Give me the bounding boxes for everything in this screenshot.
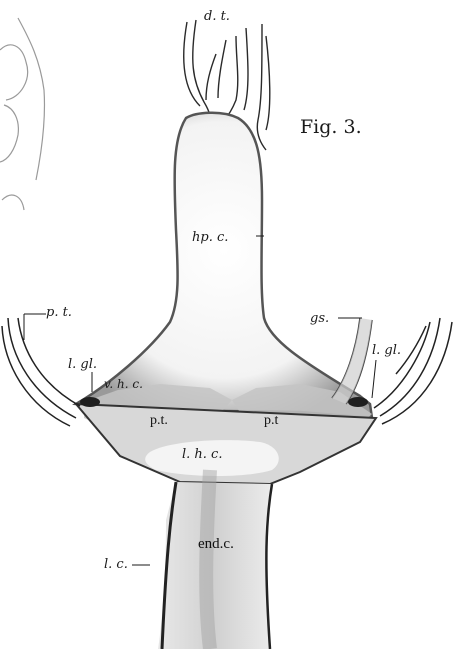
label-pt-left: p. t.: [46, 306, 72, 319]
gland-right: [348, 397, 368, 407]
stem-inner-dark: [206, 470, 210, 649]
left-wing-tubes: [2, 318, 80, 426]
gland-left: [80, 397, 100, 407]
label-pt-inner-right: p.t: [264, 413, 278, 429]
label-vhc: v. h. c.: [104, 378, 143, 390]
label-dt: d. t.: [204, 10, 230, 23]
label-gs: gs.: [310, 312, 329, 325]
label-lhc: l. h. c.: [182, 448, 222, 461]
corner-sketch: [0, 18, 45, 210]
figure-caption: Fig. 3.: [300, 116, 362, 138]
label-lgl-right: l. gl.: [372, 344, 401, 357]
label-pt-inner-left: p.t.: [150, 413, 168, 429]
label-endc: end.c.: [198, 536, 234, 553]
label-lgl-left: l. gl.: [68, 358, 97, 371]
gs-fill: [332, 318, 372, 404]
right-wing-tubes: [374, 318, 452, 424]
hypophysis-body: [76, 113, 372, 418]
label-hpc: hp. c.: [192, 231, 228, 244]
label-lc: l. c.: [104, 558, 128, 571]
